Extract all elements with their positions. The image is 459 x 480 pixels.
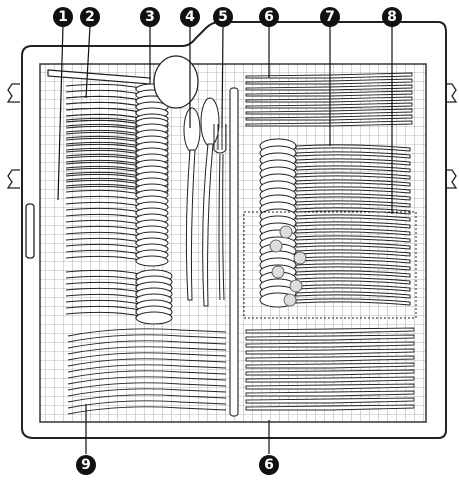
callout-7: 7 [320, 7, 340, 27]
callout-9: 9 [76, 455, 96, 475]
callout-6-top: 6 [259, 7, 279, 27]
callout-3: 3 [140, 7, 160, 27]
side-handle-right-upper [446, 84, 456, 102]
callout-4: 4 [180, 7, 200, 27]
side-handle-left-lower [8, 170, 20, 188]
callout-1: 1 [53, 7, 73, 27]
callout-5: 5 [213, 7, 233, 27]
spoon-bowl [136, 312, 172, 324]
side-handle-right-lower [446, 170, 456, 188]
spoon-bowl [136, 256, 168, 266]
side-slot-left [26, 204, 34, 258]
callout-8: 8 [382, 7, 402, 27]
center-divider [230, 88, 238, 416]
callout-6-bottom: 6 [259, 455, 279, 475]
side-handle-left-upper [8, 84, 20, 102]
callout-2: 2 [80, 7, 100, 27]
